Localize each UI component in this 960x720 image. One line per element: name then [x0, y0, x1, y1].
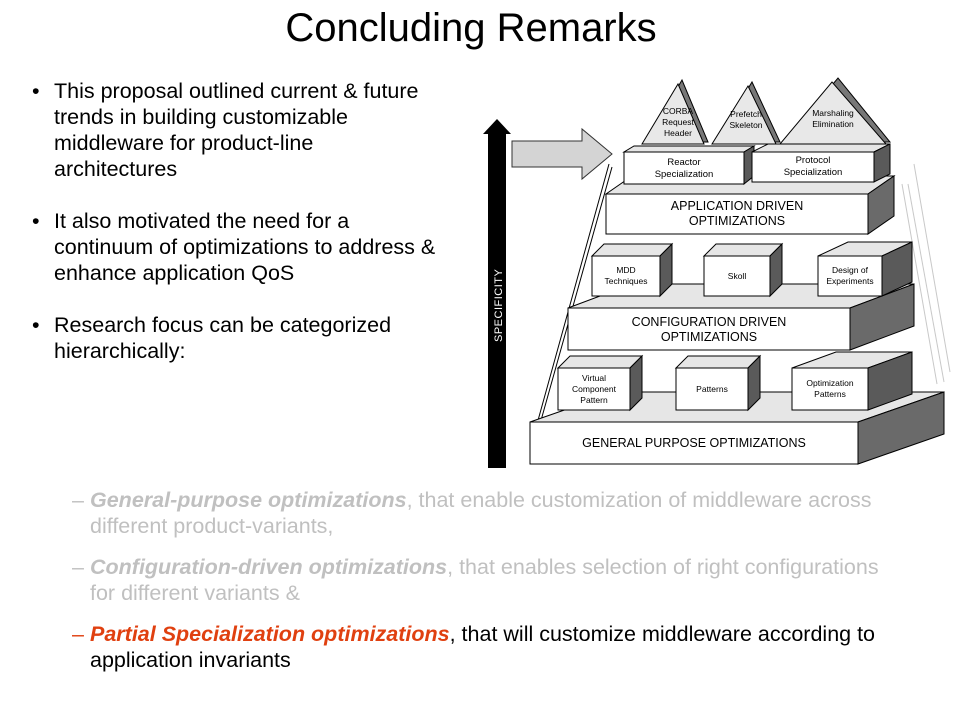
- slide-title: Concluding Remarks: [285, 6, 657, 50]
- sub-bullet-partial-specialization: – Partial Specialization optimizations, …: [72, 621, 902, 673]
- config-technique-label: Component: [572, 384, 617, 394]
- pyramid-left-edge: [539, 166, 613, 425]
- bullet-marker: •: [32, 209, 40, 233]
- sub-bullet-emphasis: General-purpose optimizations: [90, 488, 407, 512]
- sub-bullet-list: – General-purpose optimizations, that en…: [72, 487, 902, 688]
- general-layer-label: GENERAL PURPOSE OPTIMIZATIONS: [582, 436, 806, 450]
- app-technique-label: Experiments: [826, 276, 873, 286]
- configuration-layer-label: OPTIMIZATIONS: [661, 330, 757, 344]
- specialization-label: Protocol: [796, 155, 831, 166]
- tip-label: Elimination: [812, 119, 854, 129]
- specificity-arrow: SPECIFICITY: [483, 119, 511, 468]
- bullet-marker: •: [32, 313, 40, 337]
- application-driven-layer: APPLICATION DRIVEN OPTIMIZATIONS: [604, 175, 896, 235]
- sub-bullet-text: , that enables selection of right config…: [90, 555, 879, 605]
- config-technique-label: Pattern: [580, 395, 608, 405]
- tip-triangle-corba: CORBA Request Header: [641, 78, 709, 145]
- optimization-pyramid-diagram: SPECIFICITY GENERAL PURPOSE OPTIMIZATION…: [483, 77, 951, 468]
- app-technique-label: MDD: [616, 265, 635, 275]
- config-technique-block-optimization-patterns: Optimization Patterns: [791, 351, 913, 411]
- config-technique-label: Patterns: [696, 384, 728, 394]
- config-technique-label: Patterns: [814, 389, 846, 399]
- block-arrow-icon: [511, 127, 613, 181]
- config-technique-label: Optimization: [806, 378, 854, 388]
- app-technique-label: Skoll: [728, 271, 747, 281]
- tip-label: Request: [662, 117, 694, 127]
- app-technique-label: Design of: [832, 265, 869, 275]
- config-technique-label: Virtual: [582, 373, 606, 383]
- bullet-text: Research focus can be categorized hierar…: [54, 313, 392, 363]
- tip-label: Header: [664, 128, 692, 138]
- sub-bullet-general-purpose: – General-purpose optimizations, that en…: [72, 487, 902, 539]
- pyramid-left-edge: [536, 163, 610, 425]
- tip-label: Marshaling: [812, 108, 854, 118]
- bullet-marker: •: [32, 79, 40, 103]
- specialization-label: Specialization: [655, 169, 714, 180]
- specialization-label: Specialization: [784, 167, 843, 178]
- app-technique-block-skoll: Skoll: [702, 242, 784, 298]
- config-technique-block-patterns: Patterns: [674, 354, 762, 412]
- tip-label: Prefetch: [730, 109, 762, 119]
- sub-bullet-emphasis: Partial Specialization optimizations: [90, 622, 450, 646]
- application-layer-label: APPLICATION DRIVEN: [671, 199, 803, 213]
- sub-bullet-text: , that enable customization of middlewar…: [90, 488, 872, 538]
- tip-label: CORBA: [663, 106, 694, 116]
- dash-marker: –: [72, 488, 84, 512]
- tip-triangle-marshaling: Marshaling Elimination: [778, 77, 892, 145]
- bullet-item: • Research focus can be categorized hier…: [32, 312, 437, 364]
- bullet-list: • This proposal outlined current & futur…: [32, 78, 437, 390]
- specialization-label: Reactor: [667, 157, 700, 168]
- bullet-text: It also motivated the need for a continu…: [54, 209, 436, 285]
- sub-bullet-text: , that will customize middleware accordi…: [90, 622, 876, 672]
- bullet-item: • This proposal outlined current & futur…: [32, 78, 437, 182]
- configuration-layer-label: CONFIGURATION DRIVEN: [632, 315, 787, 329]
- app-technique-block-mdd: MDD Techniques: [590, 242, 674, 298]
- dash-marker: –: [72, 555, 84, 579]
- side-guide-line: [901, 183, 938, 385]
- side-guide-line: [907, 183, 945, 383]
- specificity-label: SPECIFICITY: [493, 268, 505, 342]
- bullet-text: This proposal outlined current & future …: [54, 79, 419, 181]
- sub-bullet-emphasis: Configuration-driven optimizations: [90, 555, 448, 579]
- specialization-block-protocol: Protocol Specialization: [751, 143, 891, 183]
- app-technique-label: Techniques: [604, 276, 647, 286]
- bullet-item: • It also motivated the need for a conti…: [32, 208, 437, 286]
- sub-bullet-configuration-driven: – Configuration-driven optimizations, th…: [72, 554, 902, 606]
- specialization-block-reactor: Reactor Specialization: [622, 145, 756, 186]
- tip-triangle-prefetch: Prefetch Skeleton: [711, 80, 781, 145]
- side-guide-line: [913, 163, 951, 373]
- dash-marker: –: [72, 622, 84, 646]
- application-layer-label: OPTIMIZATIONS: [689, 214, 785, 228]
- app-technique-block-design-of-experiments: Design of Experiments: [817, 241, 913, 297]
- tip-label: Skeleton: [729, 120, 762, 130]
- config-technique-block-virtual-component: Virtual Component Pattern: [556, 354, 644, 412]
